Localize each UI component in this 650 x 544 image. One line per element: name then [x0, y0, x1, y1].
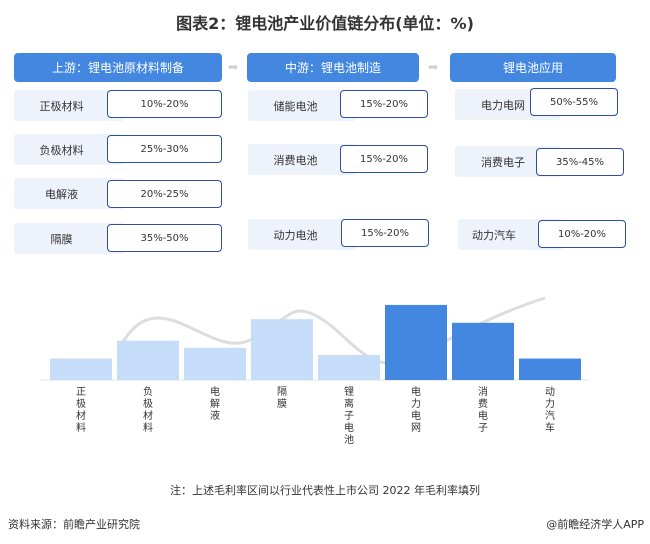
upstream-item: 负极材料: [14, 134, 124, 165]
bar-0: [50, 358, 112, 380]
x-tick-label: 正极材料: [76, 387, 86, 434]
upstream-value: 10%-20%: [107, 90, 222, 118]
upstream-value: 25%-30%: [107, 135, 222, 163]
upstream-value: 35%-50%: [107, 224, 222, 252]
item-label: 消费电子: [481, 155, 525, 169]
x-tick-label: 锂离子电池: [344, 387, 354, 446]
source-text: 资料来源：前瞻产业研究院: [8, 518, 140, 531]
x-tick-label: 动力汽车: [545, 387, 555, 434]
item-label: 负极材料: [39, 143, 84, 157]
figure-title: 图表2：锂电池产业价值链分布(单位：%): [176, 14, 474, 33]
x-tick-label: 负极材料: [143, 387, 153, 434]
midstream-value: 15%-20%: [340, 90, 428, 118]
bar-7: [519, 358, 581, 380]
bar-5: [385, 304, 447, 380]
bar-1: [117, 340, 179, 380]
item-label: 电解液: [45, 187, 78, 201]
item-label: 电力电网: [481, 98, 525, 112]
midstream-item: 消费电池: [248, 144, 356, 175]
x-tick-label: 电力电网: [411, 387, 421, 434]
downstream-value: 10%-20%: [538, 220, 626, 248]
bar-2: [184, 347, 246, 380]
bar-4: [318, 354, 380, 380]
item-label: 正极材料: [39, 99, 84, 113]
midstream-value: 15%-20%: [340, 145, 428, 173]
item-label: 消费电池: [273, 153, 318, 167]
x-tick-label: 隔膜: [277, 387, 287, 410]
bar-3: [251, 319, 313, 380]
item-label: 隔膜: [50, 232, 73, 246]
header-midstream: 中游：锂电池制造: [247, 53, 419, 82]
x-tick-label: 电解液: [210, 387, 220, 422]
item-label: 动力电池: [273, 228, 318, 242]
downstream-value: 35%-45%: [536, 148, 624, 176]
bar-6: [452, 322, 514, 380]
item-label: 动力汽车: [472, 228, 516, 242]
upstream-item: 隔膜: [14, 223, 124, 254]
downstream-value: 50%-55%: [530, 88, 618, 116]
upstream-item: 正极材料: [14, 90, 124, 121]
header-upstream: 上游：锂电池原材料制备: [14, 53, 222, 82]
bar-chart: [40, 296, 588, 381]
midstream-item: 储能电池: [248, 90, 356, 121]
upstream-value: 20%-25%: [107, 180, 222, 208]
arrow-right-icon: ➡: [228, 60, 239, 74]
midstream-item: 动力电池: [248, 219, 356, 250]
midstream-value: 15%-20%: [341, 219, 429, 247]
footnote: 注：上述毛利率区间以行业代表性上市公司 2022 年毛利率填列: [170, 484, 480, 497]
item-label: 储能电池: [273, 99, 318, 113]
arrow-right-icon: ➡: [428, 60, 439, 74]
brand-text: @前瞻经济学人APP: [546, 518, 644, 531]
header-downstream: 锂电池应用: [450, 53, 616, 82]
x-tick-label: 消费电子: [478, 387, 488, 434]
upstream-item: 电解液: [14, 178, 124, 209]
